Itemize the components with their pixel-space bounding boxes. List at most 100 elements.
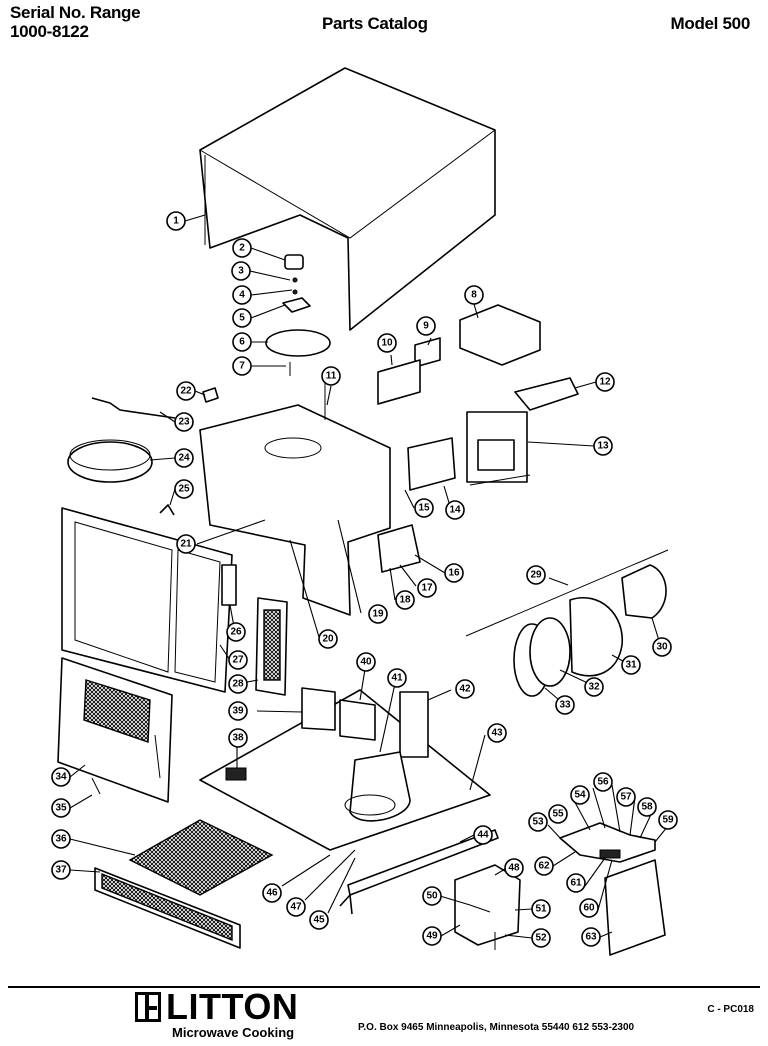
svg-text:9: 9: [423, 321, 429, 332]
part-base-rail: [339, 829, 499, 915]
svg-text:55: 55: [552, 809, 564, 820]
callout-41: 41: [387, 668, 407, 688]
callout-20: 20: [318, 629, 338, 649]
svg-text:42: 42: [459, 684, 471, 695]
callout-3: 3: [231, 261, 251, 281]
svg-text:51: 51: [535, 904, 547, 915]
model-title: Model 500: [670, 14, 751, 33]
svg-text:19: 19: [372, 609, 384, 620]
svg-text:62: 62: [538, 861, 550, 872]
svg-text:54: 54: [574, 790, 586, 801]
serial-range-value: 1000-8122: [10, 22, 89, 41]
callout-43: 43: [487, 723, 507, 743]
callout-34: 34: [51, 767, 71, 787]
part-control-panel: [221, 564, 288, 696]
part-oven-cavity: [199, 375, 456, 616]
callout-37: 37: [51, 860, 71, 880]
svg-text:47: 47: [290, 902, 302, 913]
callout-35: 35: [51, 798, 71, 818]
brand-name: LITTON: [166, 986, 299, 1027]
callout-56: 56: [593, 772, 613, 792]
part-filter-and-grille: [94, 819, 274, 949]
svg-text:63: 63: [585, 932, 597, 943]
litton-logo-icon: [135, 992, 161, 1022]
footer-rule: [8, 986, 760, 988]
svg-text:25: 25: [178, 484, 190, 495]
callout-42: 42: [455, 679, 475, 699]
callout-46: 46: [262, 883, 282, 903]
svg-text:10: 10: [381, 338, 393, 349]
callout-11: 11: [321, 366, 341, 386]
svg-text:5: 5: [239, 313, 245, 324]
part-capacitor-bracket: [454, 864, 521, 950]
callout-12: 12: [595, 372, 615, 392]
callout-44: 44: [473, 825, 493, 845]
serial-range-label: Serial No. Range: [10, 3, 141, 22]
svg-text:18: 18: [399, 595, 411, 606]
svg-text:21: 21: [180, 539, 192, 550]
callout-59: 59: [658, 810, 678, 830]
svg-text:52: 52: [535, 933, 547, 944]
svg-text:36: 36: [55, 834, 67, 845]
svg-text:16: 16: [448, 568, 460, 579]
callout-45: 45: [309, 910, 329, 930]
svg-text:41: 41: [391, 673, 403, 684]
svg-text:15: 15: [418, 503, 430, 514]
svg-text:50: 50: [426, 891, 438, 902]
callout-49: 49: [422, 926, 442, 946]
part-waveguide-assembly: [377, 304, 579, 411]
svg-text:26: 26: [230, 627, 242, 638]
svg-text:29: 29: [530, 570, 542, 581]
svg-text:59: 59: [662, 815, 674, 826]
callout-4: 4: [232, 285, 252, 305]
callout-8: 8: [464, 285, 484, 305]
svg-text:60: 60: [583, 903, 595, 914]
svg-text:3: 3: [238, 266, 244, 277]
svg-text:44: 44: [477, 830, 489, 841]
part-outer-cabinet: [199, 67, 496, 331]
callout-53: 53: [528, 812, 548, 832]
svg-text:11: 11: [326, 371, 337, 382]
callout-61: 61: [566, 873, 586, 893]
callout-27: 27: [228, 650, 248, 670]
svg-text:1: 1: [173, 216, 179, 227]
callout-17: 17: [417, 578, 437, 598]
svg-text:6: 6: [239, 337, 245, 348]
callout-55: 55: [548, 804, 568, 824]
callout-52: 52: [531, 928, 551, 948]
part-blower-assembly: [465, 549, 669, 697]
brand-tagline: Microwave Cooking: [172, 1025, 295, 1040]
callout-14: 14: [445, 500, 465, 520]
svg-text:48: 48: [508, 863, 520, 874]
company-address: P.O. Box 9465 Minneapolis, Minnesota 554…: [358, 1022, 635, 1033]
part-stirrer-motor: [265, 254, 331, 376]
part-transformer-top: [466, 411, 531, 486]
svg-text:49: 49: [426, 931, 438, 942]
callout-5: 5: [232, 308, 252, 328]
part-door-frame: [61, 507, 233, 693]
callout-33: 33: [555, 695, 575, 715]
callout-63: 63: [581, 927, 601, 947]
svg-text:31: 31: [625, 660, 637, 671]
svg-text:24: 24: [178, 453, 190, 464]
callout-18: 18: [395, 590, 415, 610]
callout-47: 47: [286, 897, 306, 917]
callout-38: 38: [228, 728, 248, 748]
svg-text:39: 39: [232, 706, 244, 717]
svg-text:12: 12: [599, 377, 611, 388]
part-base-assembly: [199, 687, 491, 851]
callout-39: 39: [228, 701, 248, 721]
svg-text:14: 14: [449, 505, 461, 516]
svg-text:34: 34: [55, 772, 67, 783]
svg-text:61: 61: [570, 878, 582, 889]
callout-13: 13: [593, 436, 613, 456]
svg-text:43: 43: [491, 728, 503, 739]
callout-29: 29: [526, 565, 546, 585]
svg-text:40: 40: [360, 657, 372, 668]
callout-50: 50: [422, 886, 442, 906]
callout-60: 60: [579, 898, 599, 918]
callout-40: 40: [356, 652, 376, 672]
svg-text:32: 32: [588, 682, 600, 693]
callout-9: 9: [416, 316, 436, 336]
